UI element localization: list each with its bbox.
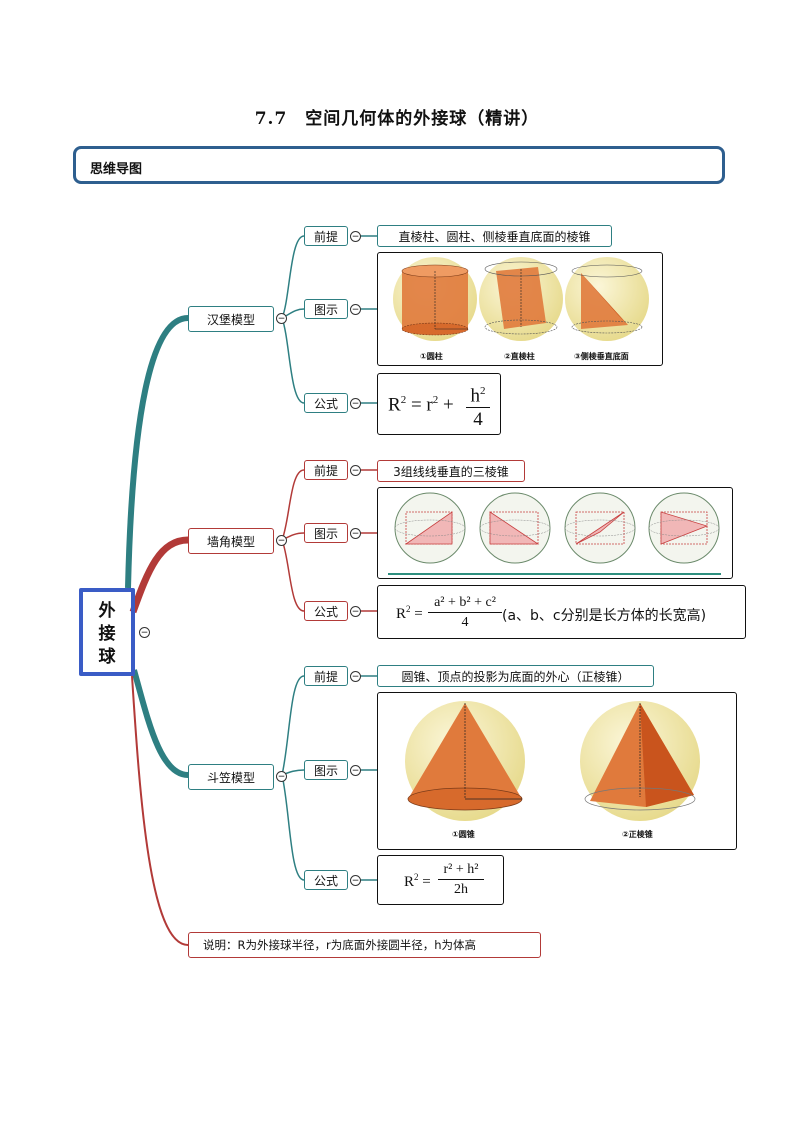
connector-root-corner	[129, 536, 189, 614]
corner-premise-node[interactable]: 前提	[304, 460, 348, 480]
bamboo-formula-lhs: R2 =	[404, 872, 431, 890]
hamburger-formula-toggle[interactable]: −	[350, 398, 361, 409]
corner-formula-box: R2 = a² + b² + c² 4 (a、b、c分别是长方体的长宽高)	[377, 585, 746, 639]
corner-figure-2	[479, 492, 551, 564]
hamburger-formula-lhs: R2 = r2 +	[388, 394, 454, 416]
cylinder-figure	[393, 257, 477, 341]
root-label-line-1: 外	[98, 601, 116, 621]
bamboo-formula-node[interactable]: 公式	[304, 870, 348, 890]
connector-bamboo-premise	[281, 675, 305, 776]
root-node-circumscribed-sphere[interactable]: 外 接 球	[79, 588, 135, 676]
section-header-label: 思维导图	[90, 162, 143, 177]
bamboo-figures	[405, 701, 700, 821]
bamboo-collapse-toggle[interactable]: −	[276, 771, 287, 782]
branch-corner-model[interactable]: 墙角模型	[188, 528, 274, 554]
connector-root-note	[131, 675, 189, 946]
branch-hamburger-model[interactable]: 汉堡模型	[188, 306, 274, 332]
corner-formula-toggle[interactable]: −	[350, 606, 361, 617]
regular-pyramid-figure	[580, 701, 700, 821]
caption-cylinder: ①圆柱	[420, 352, 443, 361]
root-label-line-2: 接	[98, 624, 116, 644]
hamburger-figure-node[interactable]: 图示	[304, 299, 348, 319]
corner-figure-1	[394, 492, 466, 564]
connector-corner-premise	[281, 469, 305, 541]
bamboo-premise-node[interactable]: 前提	[304, 666, 348, 686]
connector-hamburger-formula	[281, 317, 305, 404]
corner-figure-panel	[377, 487, 733, 579]
caption-prism: ②直棱柱	[504, 352, 535, 361]
corner-premise-toggle[interactable]: −	[350, 465, 361, 476]
bamboo-formula-box: R2 = r² + h² 2h	[377, 855, 504, 905]
prism-figure	[479, 257, 563, 341]
branch-bamboo-hat-model[interactable]: 斗笠模型	[188, 764, 274, 790]
corner-formula-note: (a、b、c分别是长方体的长宽高)	[502, 608, 707, 624]
corner-figure-node[interactable]: 图示	[304, 523, 348, 543]
bamboo-formula-fraction: r² + h² 2h	[438, 861, 484, 900]
corner-figure-toggle[interactable]: −	[350, 528, 361, 539]
hamburger-figure-panel: ①圆柱 ②直棱柱 ③侧棱垂直底面	[377, 252, 663, 366]
bamboo-formula-toggle[interactable]: −	[350, 875, 361, 886]
hamburger-premise-toggle[interactable]: −	[350, 231, 361, 242]
hamburger-formula-box: R2 = r2 + h2 4	[377, 373, 501, 435]
corner-formula-node[interactable]: 公式	[304, 601, 348, 621]
connector-root-bamboo	[131, 669, 189, 778]
corner-figure-3	[564, 492, 636, 564]
bamboo-premise-text: 圆锥、顶点的投影为底面的外心（正棱锥）	[377, 665, 654, 687]
hamburger-premise-text: 直棱柱、圆柱、侧棱垂直底面的棱锥	[377, 225, 612, 247]
connector-corner-formula	[281, 539, 305, 612]
connector-hamburger-premise	[281, 235, 305, 319]
corner-formula-lhs: R2 =	[396, 604, 423, 622]
hamburger-premise-node[interactable]: 前提	[304, 226, 348, 246]
page-title: 7.7 空间几何体的外接球（精讲）	[254, 109, 540, 129]
hamburger-formula-node[interactable]: 公式	[304, 393, 348, 413]
connector-root-hamburger	[125, 315, 189, 589]
root-collapse-toggle[interactable]: −	[139, 627, 150, 638]
hamburger-formula-fraction: h2 4	[466, 380, 490, 432]
corner-figures	[388, 492, 721, 575]
root-label-line-3: 球	[98, 647, 116, 667]
caption-perpendicular-pyramid: ③侧棱垂直底面	[574, 352, 629, 361]
hamburger-figure-toggle[interactable]: −	[350, 304, 361, 315]
corner-formula-fraction: a² + b² + c² 4	[428, 594, 502, 633]
hamburger-collapse-toggle[interactable]: −	[276, 313, 287, 324]
corner-collapse-toggle[interactable]: −	[276, 535, 287, 546]
hamburger-figures	[393, 257, 649, 341]
note-explanation: 说明：R为外接球半径，r为底面外接圆半径，h为体高	[188, 932, 541, 958]
connector-bamboo-formula	[281, 774, 305, 881]
caption-regular-pyramid: ②正棱锥	[622, 830, 653, 839]
corner-figure-4	[648, 492, 720, 564]
bamboo-figure-panel: ①圆锥 ②正棱锥	[377, 692, 737, 850]
corner-premise-text: 3组线线垂直的三棱锥	[377, 460, 525, 482]
bamboo-figure-node[interactable]: 图示	[304, 760, 348, 780]
bamboo-premise-toggle[interactable]: −	[350, 671, 361, 682]
caption-cone: ①圆锥	[452, 830, 475, 839]
section-header-box: 思维导图	[73, 146, 725, 184]
cone-figure	[405, 701, 525, 821]
bamboo-figure-toggle[interactable]: −	[350, 765, 361, 776]
perpendicular-pyramid-figure	[565, 257, 649, 341]
